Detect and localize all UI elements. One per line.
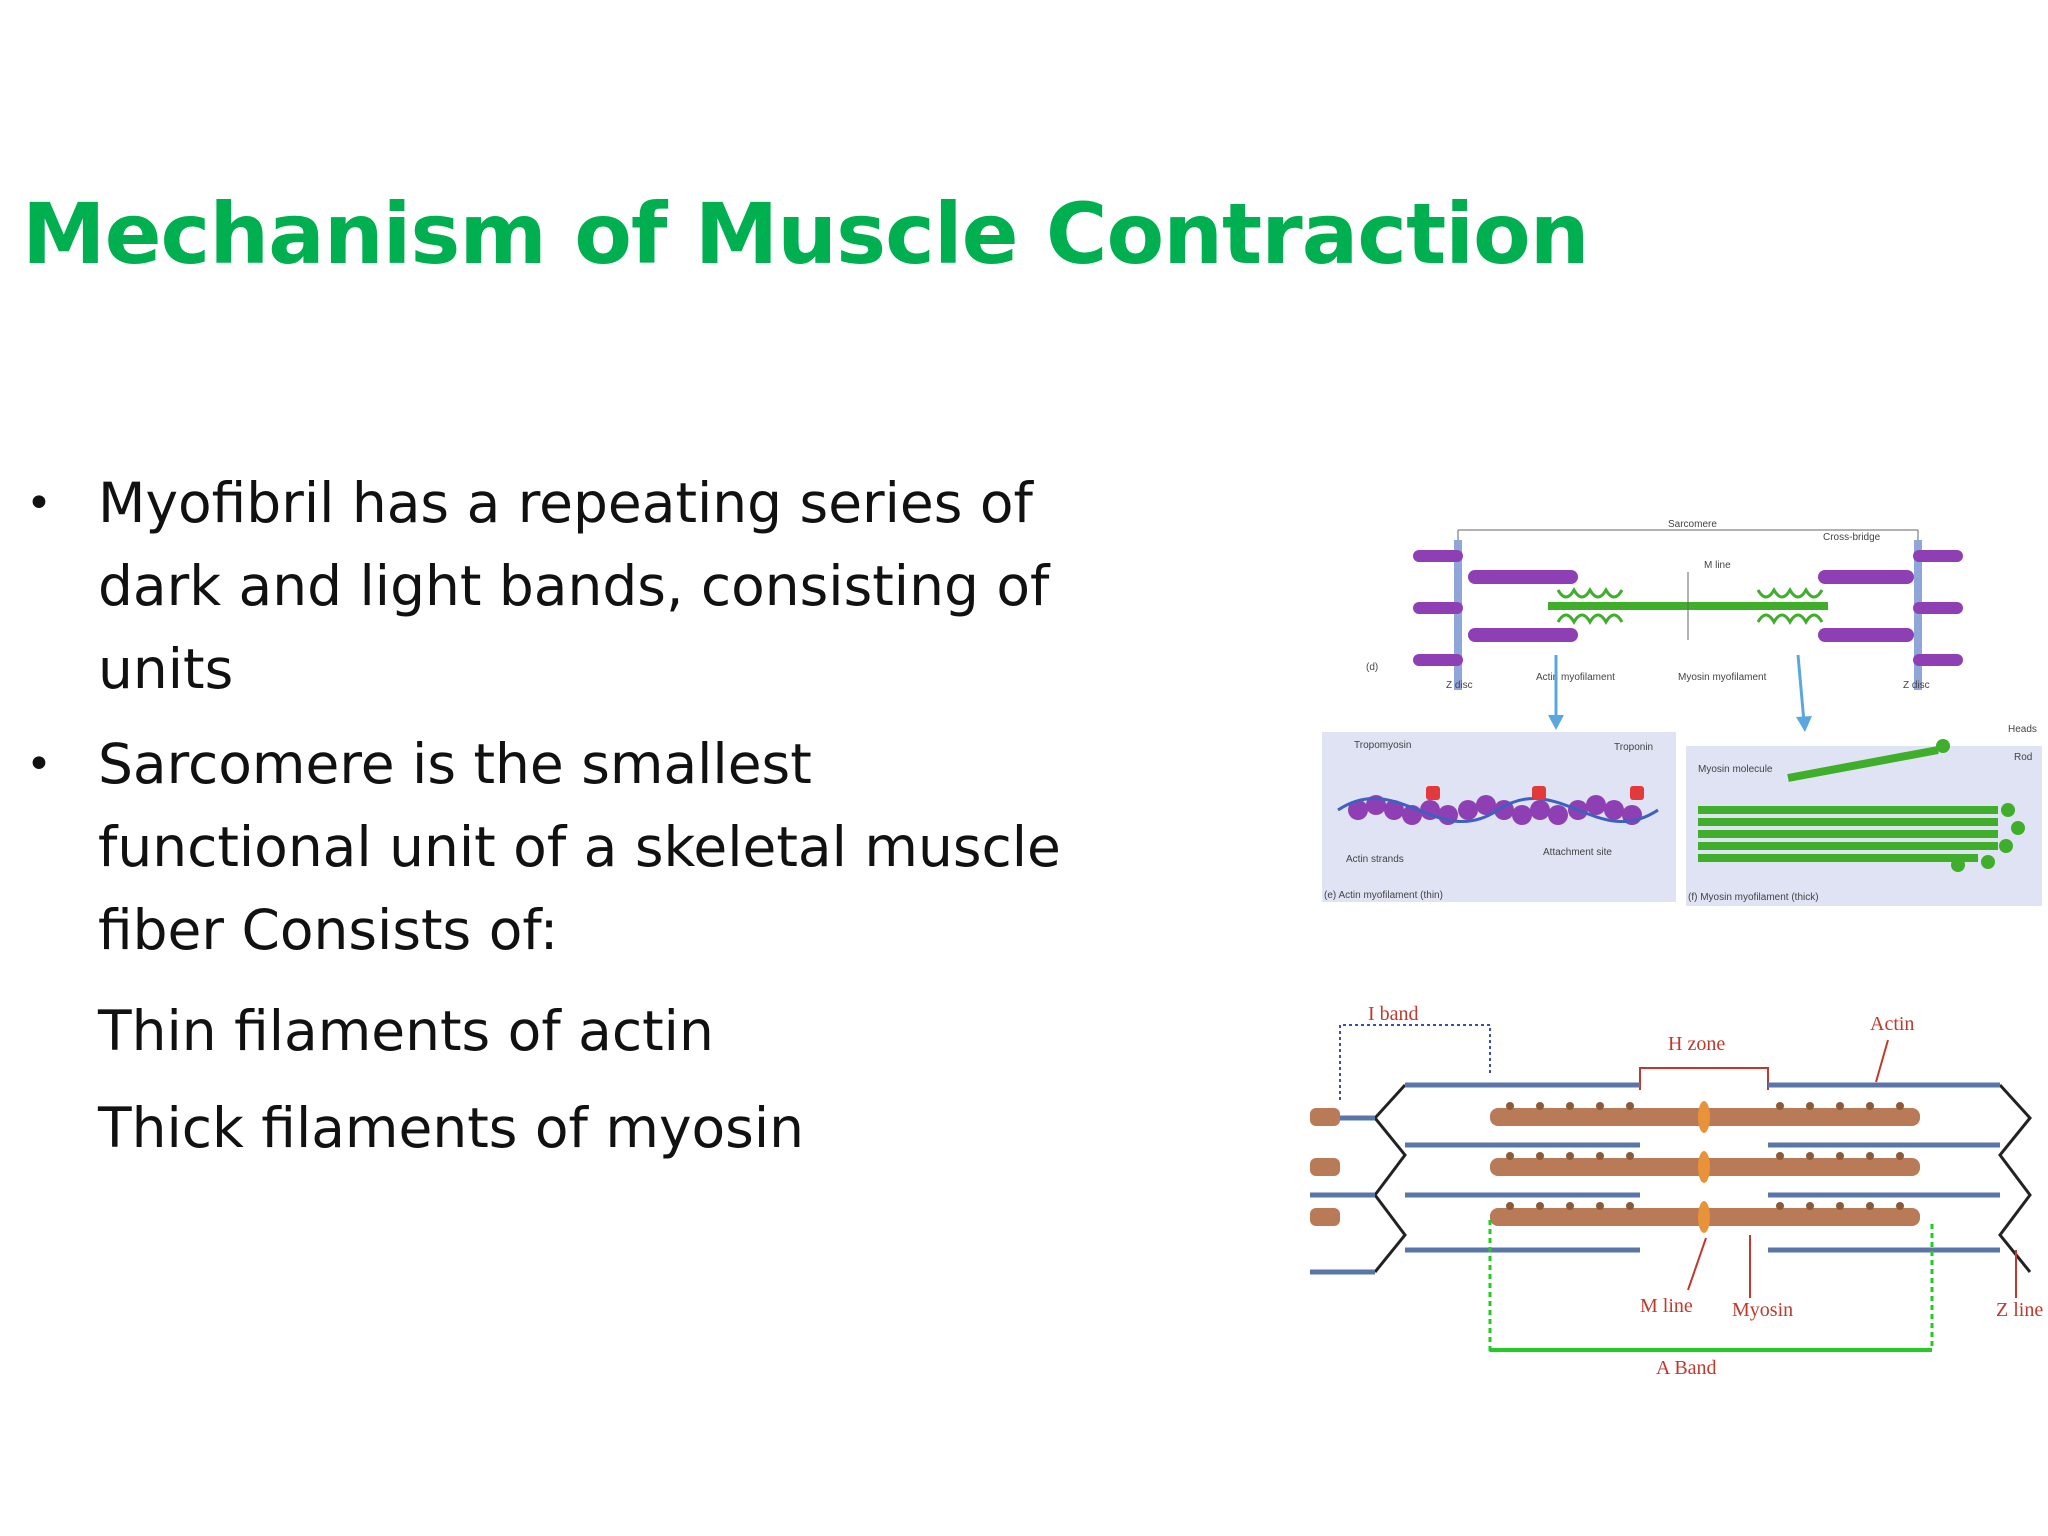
- bullet-list: • Myofibril has a repeating series of da…: [22, 462, 1122, 1170]
- i-band-bracket: [1339, 1024, 1491, 1100]
- bullet-line: fiber Consists of:: [98, 898, 559, 962]
- m-line-arrow-icon: [1687, 1237, 1707, 1291]
- slide-title: Mechanism of Muscle Contraction: [22, 185, 1590, 283]
- label-z-disc-right: Z disc: [1903, 680, 1930, 691]
- z-line-right: [1998, 1083, 2032, 1273]
- label-myosin: Myosin: [1732, 1299, 1793, 1321]
- z-disc-left: [1454, 540, 1462, 690]
- label-z-disc-left: Z disc: [1446, 680, 1473, 691]
- label-z-line: Z line: [1996, 1299, 2043, 1321]
- bullet-line: dark and light bands, consisting of: [98, 554, 1050, 618]
- sub-item-myosin: Thick filaments of myosin: [98, 1096, 804, 1160]
- sub-item-actin: Thin filaments of actin: [98, 999, 714, 1063]
- bullet-item-myofibril: • Myofibril has a repeating series of da…: [22, 462, 1122, 711]
- label-sarcomere: Sarcomere: [1668, 519, 1717, 530]
- label-i-band: I band: [1368, 1003, 1419, 1025]
- label-a-band: A Band: [1656, 1357, 1717, 1379]
- label-tropomyosin: Tropomyosin: [1354, 740, 1411, 751]
- a-band-bracket: [1488, 1220, 1934, 1352]
- bullet-line: Sarcomere is the smallest: [98, 732, 812, 796]
- myosin-thick-filaments: [1310, 1101, 1920, 1233]
- bullet-line: units: [98, 637, 234, 701]
- myosin-bundle: [1698, 739, 2025, 872]
- caption-myosin-myofilament: (f) Myosin myofilament (thick): [1688, 892, 1819, 903]
- arrow-to-myosin-icon: [1796, 654, 1806, 723]
- sarcomere-band-diagram: I band H zone Actin: [1310, 1003, 2043, 1379]
- myosin-filament-top: [1548, 572, 1828, 640]
- label-actin: Actin: [1870, 1013, 1914, 1035]
- label-attachment-site: Attachment site: [1543, 847, 1612, 858]
- label-cross-bridge: Cross-bridge: [1823, 532, 1881, 543]
- z-line-left: [1373, 1083, 1407, 1273]
- label-m-line: M line: [1640, 1295, 1693, 1317]
- label-actin-strands: Actin strands: [1346, 854, 1404, 865]
- actin-thin-filaments: [1310, 1082, 2000, 1275]
- actin-arrow-icon: [1875, 1039, 1889, 1083]
- sarcomere-structure-figure: Sarcomere Cross-bridge M line: [1322, 519, 2042, 906]
- label-myosin-molecule: Myosin molecule: [1698, 764, 1773, 775]
- label-h-zone: H zone: [1668, 1033, 1725, 1055]
- bullet-dot-icon: •: [26, 478, 52, 529]
- label-panel-d: (d): [1366, 662, 1378, 673]
- h-zone-bracket: [1639, 1067, 1769, 1090]
- label-myosin-myofilament: Myosin myofilament: [1678, 672, 1767, 683]
- label-heads: Heads: [2008, 724, 2037, 735]
- bullet-item-sarcomere: • Sarcomere is the smallest functional u…: [22, 723, 1122, 972]
- label-rod: Rod: [2014, 752, 2032, 763]
- caption-actin-myofilament: (e) Actin myofilament (thin): [1324, 890, 1443, 901]
- bullet-line: functional unit of a skeletal muscle: [98, 815, 1061, 879]
- label-troponin: Troponin: [1614, 742, 1653, 753]
- actin-helix: [1337, 786, 1659, 825]
- bullet-dot-icon: •: [26, 739, 52, 790]
- label-m-line: M line: [1704, 560, 1731, 571]
- bullet-line: Myofibril has a repeating series of: [98, 471, 1033, 535]
- z-disc-right: [1914, 540, 1922, 690]
- label-actin-myofilament: Actin myofilament: [1536, 672, 1615, 683]
- actin-filaments-top: [1413, 550, 1963, 666]
